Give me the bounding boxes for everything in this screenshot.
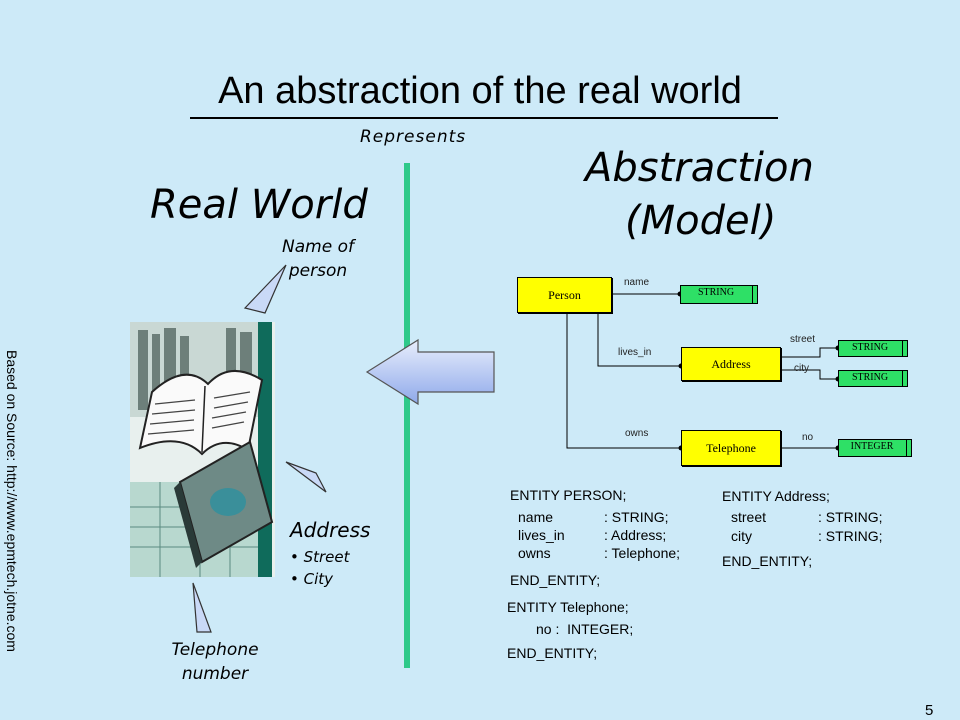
- code-person-attr-name-type: : STRING;: [604, 509, 669, 525]
- address-pointer: [285, 461, 327, 493]
- title-underline: [190, 117, 778, 119]
- relation-name: name: [624, 277, 650, 288]
- code-address-attr-street: street: [731, 509, 767, 525]
- address-item-city: • City: [290, 570, 334, 588]
- code-address-header: ENTITY Address;: [722, 488, 830, 504]
- real-world-heading: Real World: [150, 182, 368, 228]
- type-string-name: STRING: [680, 285, 758, 304]
- code-person-attr-lives-in: lives_in: [518, 527, 565, 543]
- address-label: Address: [290, 518, 371, 542]
- relation-lives-in: lives_in: [618, 347, 652, 358]
- code-address-attr-city-type: : STRING;: [818, 528, 883, 544]
- code-person-attr-owns-type: : Telephone;: [604, 545, 681, 561]
- represents-label: Represents: [360, 127, 467, 147]
- relation-no: no: [802, 432, 814, 443]
- code-telephone-footer: END_ENTITY;: [507, 645, 598, 661]
- telephone-number-label: Telephone number: [171, 640, 259, 684]
- type-string-street: STRING: [838, 340, 908, 357]
- type-integer-no: INTEGER: [838, 439, 912, 457]
- code-person-attr-lives-in-type: : Address;: [604, 527, 667, 543]
- code-person-header: ENTITY PERSON;: [510, 487, 627, 503]
- left-arrow: [365, 338, 495, 406]
- model-heading: (Model): [625, 198, 777, 244]
- entity-address-box: Address: [681, 347, 781, 381]
- entity-person-box: Person: [517, 277, 612, 313]
- entity-telephone-box: Telephone: [681, 430, 781, 466]
- code-person-attr-owns: owns: [518, 545, 551, 561]
- slide-title: An abstraction of the real world: [218, 70, 742, 112]
- telephone-pointer: [192, 582, 212, 633]
- code-person-attr-name: name: [518, 509, 554, 525]
- type-string-city: STRING: [838, 370, 908, 387]
- code-address-attr-city: city: [731, 528, 752, 544]
- books-image: [130, 322, 275, 577]
- code-telephone-attr: no : INTEGER;: [536, 621, 634, 637]
- code-person-footer: END_ENTITY;: [510, 572, 601, 588]
- address-item-street: • Street: [290, 548, 350, 566]
- relation-owns: owns: [625, 428, 649, 439]
- code-address-footer: END_ENTITY;: [722, 553, 813, 569]
- name-pointer: [243, 264, 287, 314]
- abstraction-heading: Abstraction: [585, 145, 814, 191]
- relation-street: street: [790, 334, 816, 345]
- code-telephone-header: ENTITY Telephone;: [507, 599, 629, 615]
- relation-city: city: [794, 363, 809, 374]
- page-number: 5: [925, 702, 934, 719]
- divider-line: [404, 163, 410, 668]
- name-of-person-label: Name of person: [282, 237, 354, 281]
- code-address-attr-street-type: : STRING;: [818, 509, 883, 525]
